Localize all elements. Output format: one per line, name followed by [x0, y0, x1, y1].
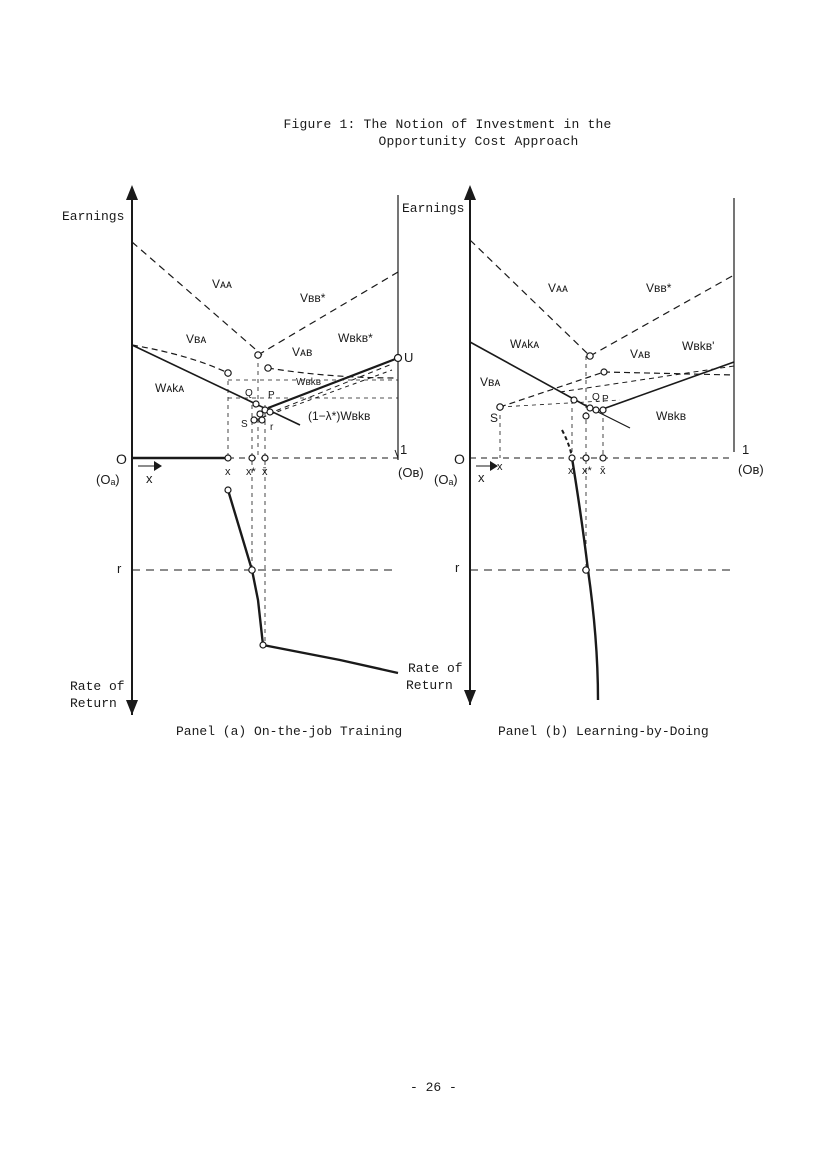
panel-a-curve-point [248, 566, 256, 574]
panel-a-one-minus-lambda-line [267, 363, 393, 415]
panel-a-vaa-label: Vᴀᴀ [212, 277, 232, 291]
panel-b-origin-label: O [454, 451, 465, 467]
panel-a-curve-point [259, 641, 267, 649]
panel-b-vab-line [603, 371, 735, 376]
panel-b-vbb-line [589, 274, 735, 357]
panel-a-one-minus-lambda-label: (1−λ*)Wʙkʙ [308, 409, 370, 423]
panel-a-down-arrow-icon [126, 700, 138, 715]
figure-title: Figure 1: The Notion of Investment in th… [0, 116, 827, 150]
panel-a-rate-of-return-curve [226, 489, 399, 675]
panel-a-vba-label: Vʙᴀ [186, 332, 206, 346]
panel-a-tick-xbar: x̄ [262, 466, 268, 478]
panel-b-q-label: Q [592, 392, 600, 403]
panel-a-tick-x: x [225, 466, 231, 478]
panel-a-vab-label: Vᴀʙ [292, 345, 312, 359]
panel-a-wbkb-small-label: Wʙkʙ [296, 377, 321, 388]
panel-b-vaa-label: Vᴀᴀ [548, 281, 568, 295]
panel-a-r-label: r [117, 561, 122, 576]
panel-b-vaa-line [469, 239, 591, 357]
panel-b-vab-label: Vᴀʙ [630, 347, 650, 361]
panel-b-wbkb-line [599, 361, 735, 411]
panel-a-origin-label: O [116, 451, 127, 467]
panel-a-point-u [393, 353, 403, 363]
panel-a-ror-right-2: Return [406, 678, 453, 693]
panel-a-caption: Panel (a) On-the-job Training [176, 724, 402, 739]
panel-a-u-label: U [404, 350, 413, 365]
panel-a-point-q [252, 400, 260, 408]
panel-b-up-arrow-icon [464, 185, 476, 200]
panel-b-r-label: r [455, 560, 460, 575]
panel-b-one-label: 1 [742, 442, 749, 457]
panel-b-curve-point [582, 566, 590, 574]
panel-b-wbkb-label: Wʙkʙ [656, 409, 686, 423]
panel-a-one-label: 1 [400, 442, 407, 457]
panel-a-point [254, 351, 262, 359]
panel-b-wbkb-prime-label: Wʙkʙ' [682, 339, 714, 353]
panel-b-wbkb-prime-line [559, 365, 735, 393]
panel-b-point-p [586, 404, 594, 412]
panel-b-s-label: S [490, 411, 498, 425]
panel-a-origin-alt-label: (Oₐ) [96, 472, 120, 487]
panel-a-x-label: x [146, 471, 153, 486]
panel-b-tick-xstar: x* [582, 465, 593, 477]
panel-a-wbkb-line [267, 356, 399, 410]
panel-a-vab-line [267, 367, 399, 379]
panel-b-p-label: P [602, 394, 609, 405]
panel-a-q-label: Q [245, 388, 253, 399]
panel-a-point-r [258, 416, 266, 424]
panel-b-ob-label: (Oʙ) [738, 462, 764, 477]
figure-title-line2: Opportunity Cost Approach [378, 134, 579, 149]
panel-a-r-small-label: r [270, 422, 274, 433]
panel-a-wbkb-star-label: Wʙkʙ* [338, 331, 373, 345]
figure-title-line1: Figure 1: The Notion of Investment in th… [283, 117, 612, 132]
panel-a-vbb-line [257, 271, 399, 356]
panel-a-earnings-label: Earnings [62, 209, 124, 224]
panel-a-tick-xstar: x* [246, 466, 257, 478]
panel-b: Earnings O (Oₐ) x 1 (Oʙ) r Vᴀᴀ Vʙʙ* Wᴀkᴀ… [402, 185, 764, 739]
panel-b-vbb-label: Vʙʙ* [646, 281, 672, 295]
panel-b-tick-x: x [568, 465, 574, 477]
panel-b-point-s [496, 403, 504, 411]
panel-a-vba-line [131, 344, 229, 374]
panel-a-p-label: P [268, 390, 275, 401]
panel-b-point-q [600, 368, 608, 376]
panel-a-waka-label: Wᴀkᴀ [155, 381, 184, 395]
panel-b-vba-line [499, 371, 605, 408]
panel-a-vbb-label: Vʙʙ* [300, 291, 326, 305]
panel-b-x-label: x [478, 470, 485, 485]
panel-b-earnings-label: Earnings [402, 201, 464, 216]
panel-a-point [224, 369, 232, 377]
panel-b-caption: Panel (b) Learning-by-Doing [498, 724, 709, 739]
panel-a: Earnings O (Oₐ) x 1 (Oʙ) r Rate of Retur… [62, 185, 463, 739]
panel-b-tick-xbar: x̄ [600, 465, 606, 477]
panel-b-axis-point [599, 454, 607, 462]
panel-b-point [570, 396, 578, 404]
panel-a-vaa-line [131, 241, 263, 356]
panel-b-vba-label: Vʙᴀ [480, 375, 500, 389]
panel-a-ror-left-1: Rate of [70, 679, 125, 694]
panel-a-curve-point [224, 486, 232, 494]
panel-a-ob-label: (Oʙ) [398, 465, 424, 480]
panel-b-origin-alt-label: (Oₐ) [434, 472, 458, 487]
panel-b-rate-of-return-curve [570, 457, 600, 701]
panel-a-axis-point [261, 454, 269, 462]
panel-a-axis-point [224, 454, 232, 462]
panel-a-ror-left-2: Return [70, 696, 117, 711]
panel-b-tick-x-under: x [497, 461, 503, 473]
panel-b-down-arrow-icon [464, 690, 476, 705]
panel-b-axis-point [568, 454, 576, 462]
panel-b-waka-line [469, 341, 591, 409]
panel-b-point [586, 352, 594, 360]
panel-a-s-label: S [241, 419, 248, 430]
panel-b-waka-label: Wᴀkᴀ [510, 337, 539, 351]
panel-a-point-s [250, 416, 258, 424]
panel-a-axis-point [248, 454, 256, 462]
panel-a-up-arrow-icon [126, 185, 138, 200]
panel-b-axis-point [582, 454, 590, 462]
panel-a-point [264, 364, 272, 372]
page-number: - 26 - [410, 1080, 457, 1095]
panel-a-ror-right-1: Rate of [408, 661, 463, 676]
